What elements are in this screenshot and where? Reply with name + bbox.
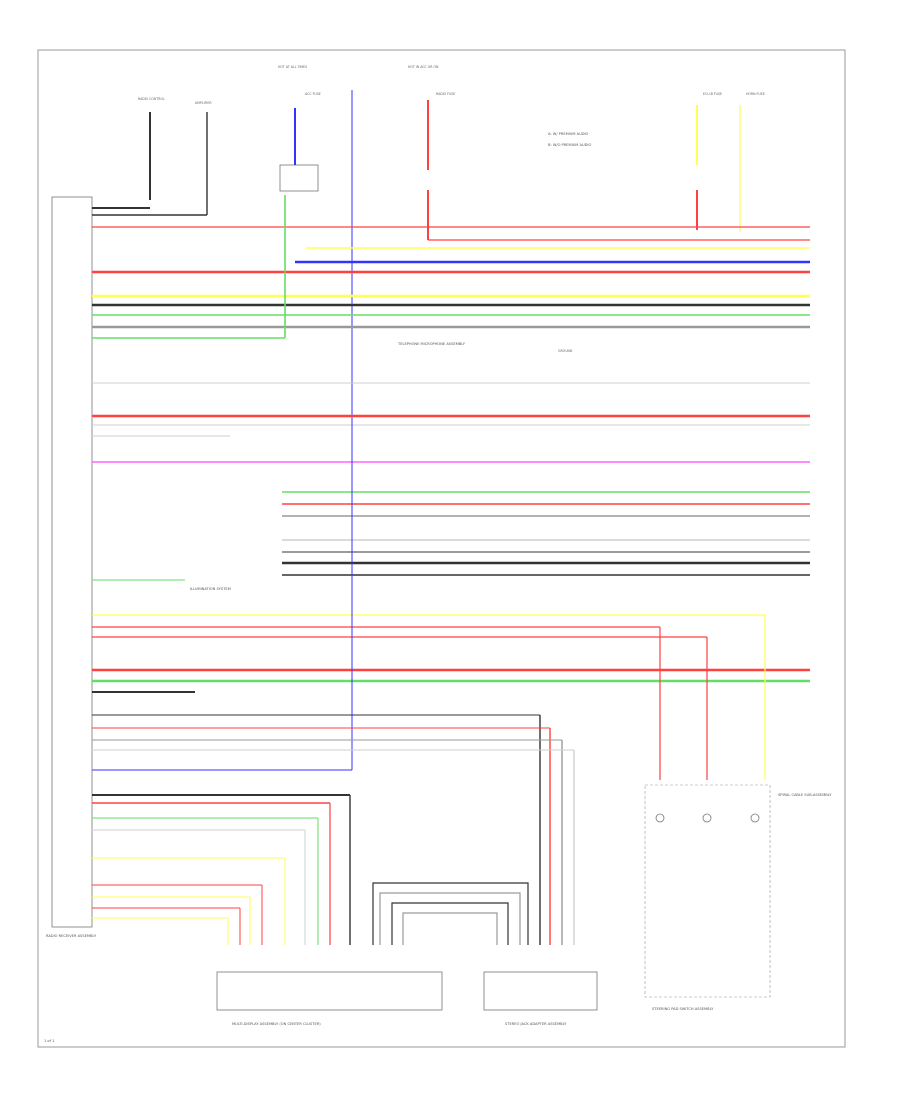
label-steering-switch: STEERING PAD SWITCH ASSEMBLY — [652, 1007, 714, 1011]
spiral-cable-terminal-1 — [655, 813, 665, 823]
legend-line-a: A: W/ PREMIUM AUDIO — [548, 132, 589, 136]
multi-display-assembly — [216, 971, 443, 1011]
top-label-radio-control: RADIO CONTROL — [138, 97, 165, 101]
top-label-hot-in-acc: HOT IN ACC OR ON — [408, 65, 439, 69]
top-label-amplifier: AMPLIFIER — [195, 101, 212, 105]
harness-wires — [92, 195, 810, 693]
legend-line-b: B: W/O PREMIUM AUDIO — [548, 143, 591, 147]
label-multi-display: MULTI-DISPLAY ASSEMBLY (ON CENTER CLUSTE… — [232, 1022, 321, 1026]
label-radio-receiver: RADIO RECEIVER ASSEMBLY — [46, 934, 97, 938]
page-number: 1 of 1 — [44, 1039, 54, 1043]
top-connectors — [149, 90, 741, 420]
ecu-connector — [279, 164, 319, 192]
label-ground: GROUND — [558, 349, 573, 353]
top-label-radio-fuse: RADIO FUSE — [436, 92, 455, 96]
stereo-jack-adapter — [483, 971, 598, 1011]
spiral-cable-terminal-2 — [702, 813, 712, 823]
steering-pad-switch-box — [644, 784, 771, 998]
top-label-horn-fuse: HORN FUSE — [746, 92, 765, 96]
diagram-frame — [37, 49, 846, 1048]
label-telephone-mic: TELEPHONE MICROPHONE ASSEMBLY — [397, 342, 466, 346]
top-label-ecu-b-fuse: ECU-B FUSE — [703, 92, 722, 96]
vertical-drops — [92, 420, 766, 945]
spiral-cable-terminal-3 — [750, 813, 760, 823]
top-label-hot-at-all-times: HOT AT ALL TIMES — [278, 65, 307, 69]
radio-receiver-block — [51, 196, 93, 928]
label-illumination: ILLUMINATION SYSTEM — [190, 587, 231, 591]
label-stereo-jack: STEREO JACK ADAPTER ASSEMBLY — [505, 1022, 567, 1026]
top-label-acc-fuse: ACC FUSE — [305, 92, 321, 96]
label-spiral-cable: SPIRAL CABLE SUB-ASSEMBLY — [778, 793, 832, 797]
